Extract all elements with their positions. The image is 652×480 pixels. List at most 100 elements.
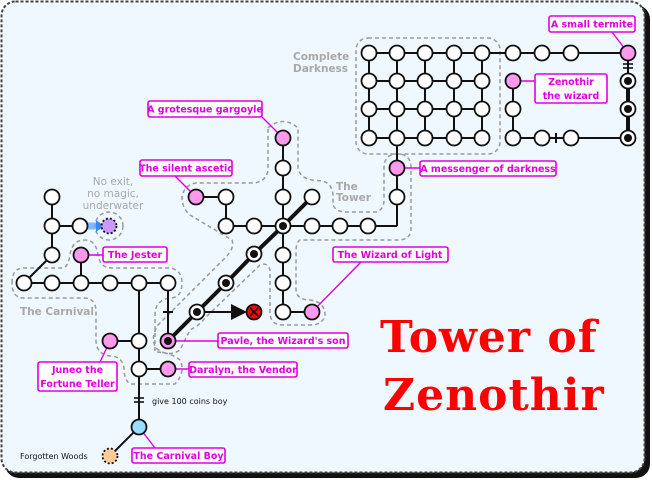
room-node (504, 44, 522, 62)
npc-label-jester[interactable]: The Jester (102, 246, 168, 263)
underwater-node (100, 217, 118, 235)
room-node (388, 44, 406, 62)
room-node (130, 274, 148, 292)
room-node (303, 188, 321, 206)
area-label-the-tower-2: Tower (336, 192, 372, 204)
room-node (331, 217, 349, 235)
label-text: The silent ascetic (139, 164, 233, 175)
label-text: The Wizard of Light (338, 250, 443, 261)
label-text: A grotesque gargoyle (147, 105, 263, 116)
map-title-line2: Zenothir (383, 370, 605, 421)
stair-dot-icon (250, 250, 258, 258)
room-node (445, 100, 463, 118)
room-node (504, 129, 522, 147)
label-text-2: the wizard (543, 91, 600, 102)
label-box (147, 100, 263, 118)
stair-dot-icon (222, 279, 230, 287)
area-label-the-tower: The (336, 181, 358, 193)
room-node (388, 188, 406, 206)
npc-label-zenothir[interactable]: Zenothir the wizard (534, 73, 608, 104)
room-node (274, 303, 292, 321)
room-node (43, 246, 61, 264)
room-node (416, 72, 434, 90)
room-node (43, 217, 61, 235)
room-node (533, 129, 551, 147)
room-node (217, 188, 235, 206)
stair-dot-icon (164, 337, 172, 345)
note-give-coins: give 100 coins boy (152, 397, 228, 406)
room-node (445, 44, 463, 62)
room-node (72, 274, 90, 292)
label-text: The Jester (108, 250, 163, 261)
room-node (504, 100, 522, 118)
room-node (416, 44, 434, 62)
carnival-boy-node (130, 418, 148, 436)
label-box (534, 73, 608, 104)
room-node (15, 274, 33, 292)
npc-label-daralyn[interactable]: Daralyn, the Vendor (188, 361, 298, 378)
room-node (130, 332, 148, 350)
npc-label-juneo[interactable]: Juneo the Fortune Teller (37, 361, 118, 392)
npc-label-wizard-light[interactable]: The Wizard of Light (332, 246, 449, 263)
room-node (360, 44, 378, 62)
npc-room-node (388, 159, 406, 177)
room-node (274, 159, 292, 177)
label-text-2: Fortune Teller (40, 379, 115, 390)
npc-room-node (504, 72, 522, 90)
label-text: Daralyn, the Vendor (189, 365, 297, 376)
map-nodes (15, 44, 637, 465)
room-node (303, 217, 321, 235)
room-node (562, 44, 580, 62)
room-node (416, 129, 434, 147)
water-arrow-head (96, 220, 104, 232)
map-background (0, 0, 646, 474)
label-text: The Carnival Boy (133, 451, 224, 462)
label-box (217, 332, 349, 349)
npc-room-node (619, 44, 637, 62)
label-box (131, 447, 226, 464)
label-box (37, 361, 118, 392)
npc-label-termite[interactable]: A small termite (548, 15, 636, 33)
room-node (416, 100, 434, 118)
npc-room-node (101, 332, 119, 350)
cross-icon (249, 307, 259, 317)
room-node (445, 129, 463, 147)
room-node (473, 129, 491, 147)
note-underwater: underwater (83, 200, 144, 212)
room-node (473, 44, 491, 62)
room-node (388, 72, 406, 90)
room-node (388, 129, 406, 147)
npc-room-node (72, 246, 90, 264)
npc-label-carnival-boy[interactable]: The Carnival Boy (131, 447, 226, 464)
room-node (159, 274, 177, 292)
room-node (473, 100, 491, 118)
area-label-complete-darkness: Complete (293, 51, 349, 63)
room-node (562, 129, 580, 147)
npc-label-gargoyle[interactable]: A grotesque gargoyle (147, 100, 263, 118)
room-node (274, 274, 292, 292)
room-node (533, 44, 551, 62)
room-node (43, 274, 61, 292)
label-box (548, 15, 636, 33)
npc-label-ascetic[interactable]: The silent ascetic (139, 159, 233, 177)
room-node (130, 360, 148, 378)
region-the-carnival (11, 239, 183, 385)
room-node (360, 129, 378, 147)
npc-label-messenger[interactable]: A messenger of darkness (419, 160, 557, 177)
npc-room-node (303, 303, 321, 321)
region-the-tower (152, 120, 412, 355)
stair-dot-icon (193, 308, 201, 316)
room-node (473, 72, 491, 90)
map-title-line1: Tower of (380, 312, 600, 363)
label-text: Juneo the (51, 365, 103, 376)
room-node (101, 274, 119, 292)
room-node (360, 100, 378, 118)
label-text: Pavle, the Wizard's son (221, 336, 346, 347)
npc-label-pavle[interactable]: Pavle, the Wizard's son (217, 332, 349, 349)
label-text: A small termite (551, 20, 633, 31)
stair-dot-icon (624, 77, 632, 85)
room-node (43, 188, 61, 206)
passage-marks (134, 63, 633, 403)
label-text: A messenger of darkness (420, 164, 556, 175)
